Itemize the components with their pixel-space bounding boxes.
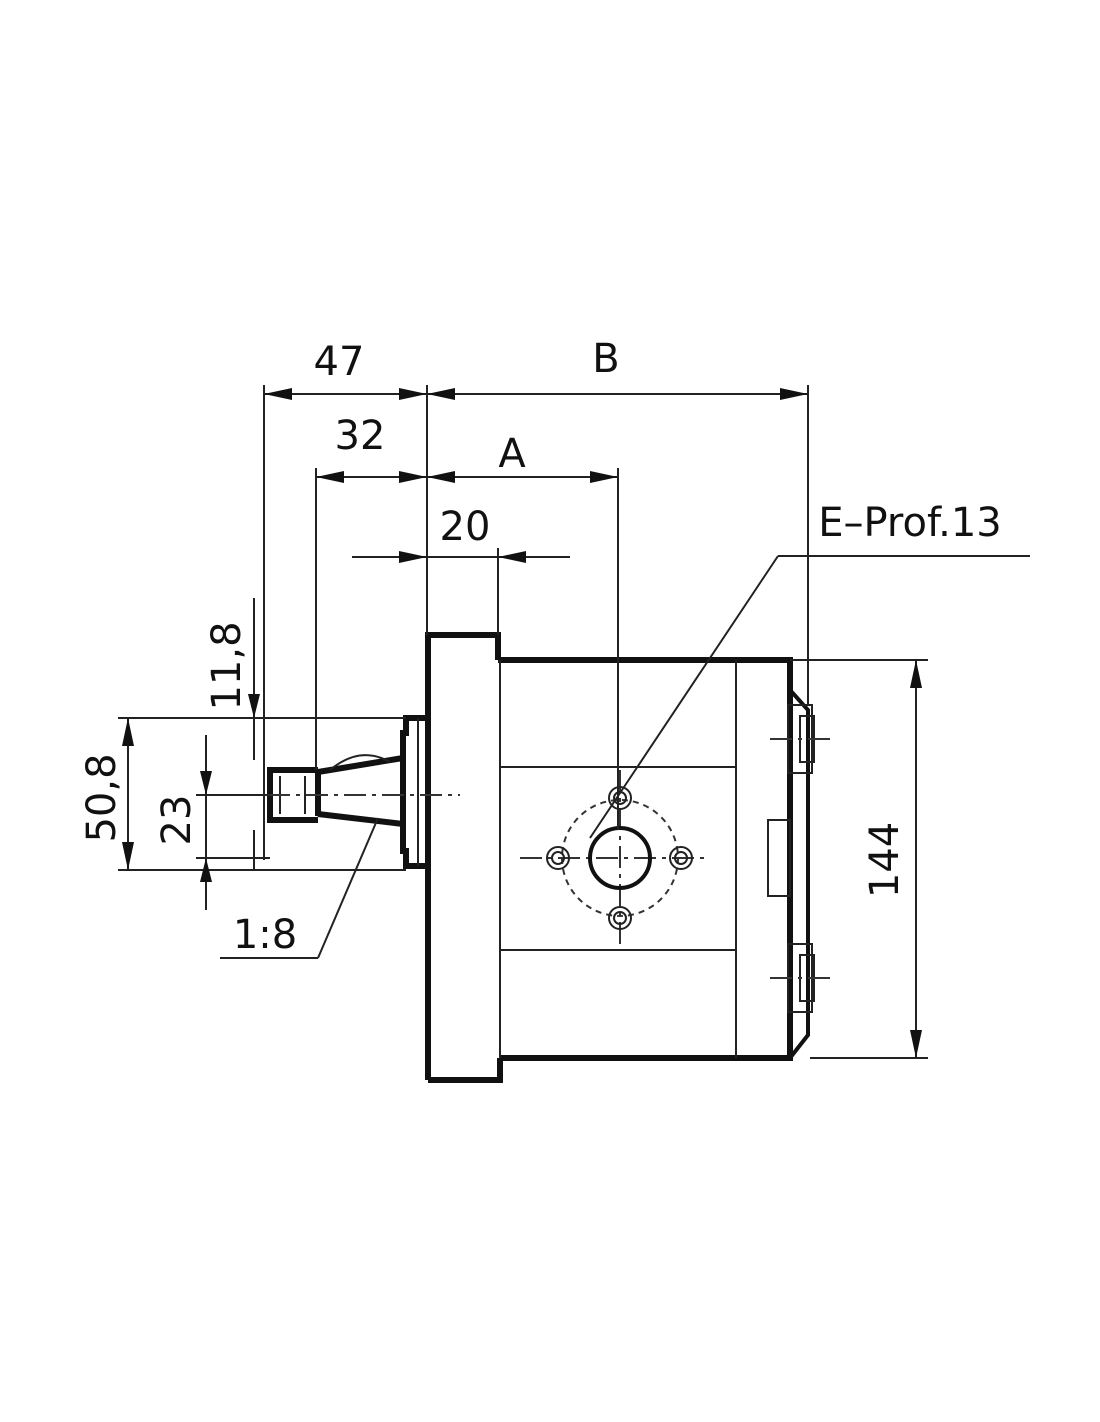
port-flange [546,786,693,930]
dim-32-label: 32 [335,413,386,459]
dimension-labels: 47 B 32 A 20 E–Prof.13 1:8 11,8 50,8 23 … [79,336,1002,958]
dim-47-label: 47 [314,339,365,385]
dim-a-label: A [498,431,526,477]
dim-144-label: 144 [862,822,908,898]
dim-b-label: B [592,336,619,382]
dim-e-prof-label: E–Prof.13 [818,500,1002,546]
dim-23-label: 23 [154,795,200,846]
dim-ratio-label: 1:8 [233,912,297,958]
dimension-lines [122,388,1030,1058]
extension-lines [118,385,928,1059]
dim-50-8-label: 50,8 [79,753,125,842]
drive-shaft [267,715,428,869]
dim-11-8-label: 11,8 [204,621,250,710]
dim-20-label: 20 [440,504,491,550]
centerlines [230,770,710,945]
pump-outline [425,632,832,1083]
